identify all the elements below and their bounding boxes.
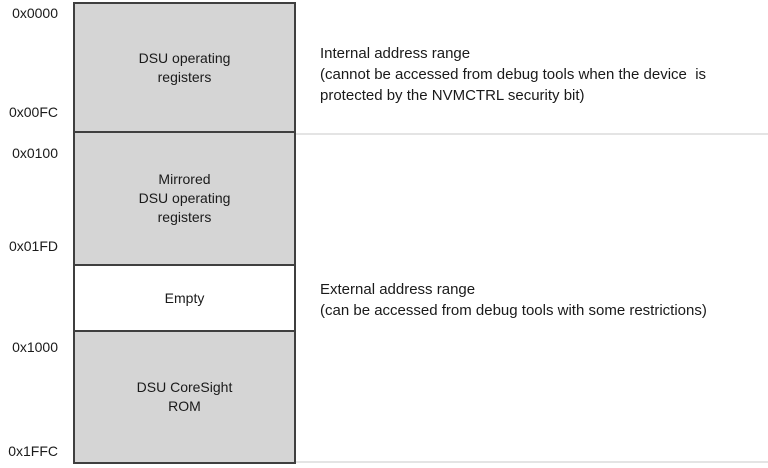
address-label-0x00FC: 0x00FC — [8, 104, 58, 120]
block-dsu-operating-registers: DSU operating registers — [75, 4, 294, 133]
block-dsu-coresight-rom: DSU CoreSight ROM — [75, 332, 294, 462]
internal-address-range-note: Internal address range (cannot be access… — [320, 45, 707, 104]
address-label-0x1000: 0x1000 — [12, 339, 58, 355]
address-label-0x0100: 0x0100 — [12, 145, 58, 161]
external-address-range-note: External address range (can be accessed … — [320, 281, 707, 319]
memory-map-box: DSU operating registers Mirrored DSU ope… — [73, 2, 296, 464]
address-label-0x01FD: 0x01FD — [8, 238, 58, 254]
address-label-0x1FFC: 0x1FFC — [8, 443, 58, 459]
bottom-divider-line — [296, 461, 768, 463]
block-empty: Empty — [75, 266, 294, 332]
address-label-0x0000: 0x0000 — [12, 5, 58, 21]
block-mirrored-dsu-operating-registers: Mirrored DSU operating registers — [75, 133, 294, 266]
internal-external-divider-line — [296, 133, 768, 135]
